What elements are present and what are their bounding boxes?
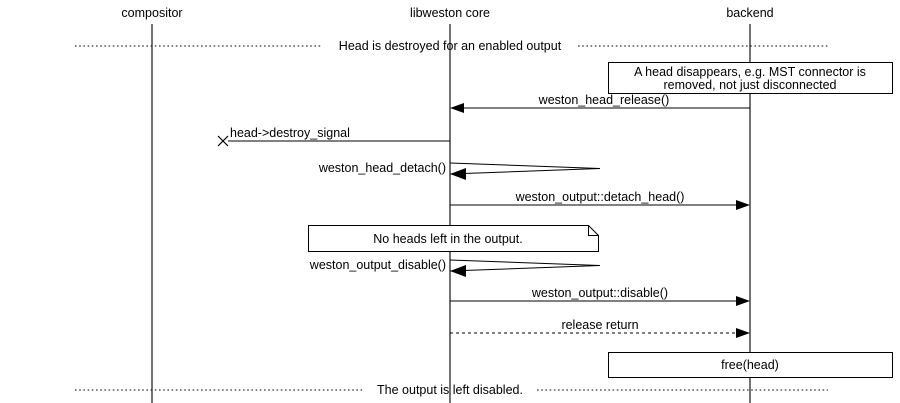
message-weston-head-release: weston_head_release() [450,93,750,113]
participant-label-compositor: compositor [121,6,182,20]
message-weston-output-detach-head: weston_output::detach_head() [450,190,750,210]
message-weston-output-disable-call-loop [449,259,601,272]
note-no-heads-left-dogear [588,225,599,236]
message-head-destroy-signal-label: head->destroy_signal [230,126,350,140]
message-weston-output-disable-call-label: weston_output_disable() [309,258,446,272]
message-weston-head-release-arrowhead [450,103,464,113]
message-weston-head-detach: weston_head_detach() [318,161,601,180]
message-release-return-arrowhead [736,328,750,338]
message-weston-output-disable-label: weston_output::disable() [531,286,668,300]
message-weston-output-detach-head-label: weston_output::detach_head() [515,190,685,204]
participant-label-libweston-core: libweston core [410,6,490,20]
separator-top: Head is destroyed for an enabled output [75,39,828,53]
message-weston-output-disable-arrowhead [736,296,750,306]
note-free-head-box [608,352,893,378]
note-head-disappears-line-1: A head disappears, e.g. MST connector is [634,65,866,79]
message-weston-head-detach-arrowhead [450,168,466,180]
note-free-head: free(head) [608,352,893,378]
note-head-disappears: A head disappears, e.g. MST connector is… [608,62,893,94]
message-release-return-label: release return [561,318,638,332]
separator-bottom-label: The output is left disabled. [377,383,523,397]
note-head-disappears-line-2: removed, not just disconnected [663,78,836,92]
message-weston-head-detach-label: weston_head_detach() [318,161,446,175]
message-release-return: release return [450,318,750,338]
separator-bottom: The output is left disabled. [75,383,828,397]
message-weston-output-disable: weston_output::disable() [450,286,750,306]
note-no-heads-left: No heads left in the output. [308,225,599,252]
participant-titles-group: compositor libweston core backend [121,6,773,20]
message-weston-head-release-label: weston_head_release() [538,93,670,107]
note-no-heads-left-box [308,225,599,252]
separator-top-label: Head is destroyed for an enabled output [339,39,562,53]
message-weston-head-detach-loop [449,162,601,175]
note-free-head-line-1: free(head) [721,358,779,372]
message-head-destroy-signal-lost-x-stroke-2 [217,135,229,147]
message-weston-output-disable-call: weston_output_disable() [309,258,601,277]
note-head-disappears-box [608,62,893,94]
message-weston-output-disable-call-arrowhead [450,265,466,277]
participant-label-backend: backend [726,6,773,20]
note-no-heads-left-line-1: No heads left in the output. [373,232,522,246]
message-head-destroy-signal: head->destroy_signal [217,126,450,147]
message-weston-output-detach-head-arrowhead [736,200,750,210]
